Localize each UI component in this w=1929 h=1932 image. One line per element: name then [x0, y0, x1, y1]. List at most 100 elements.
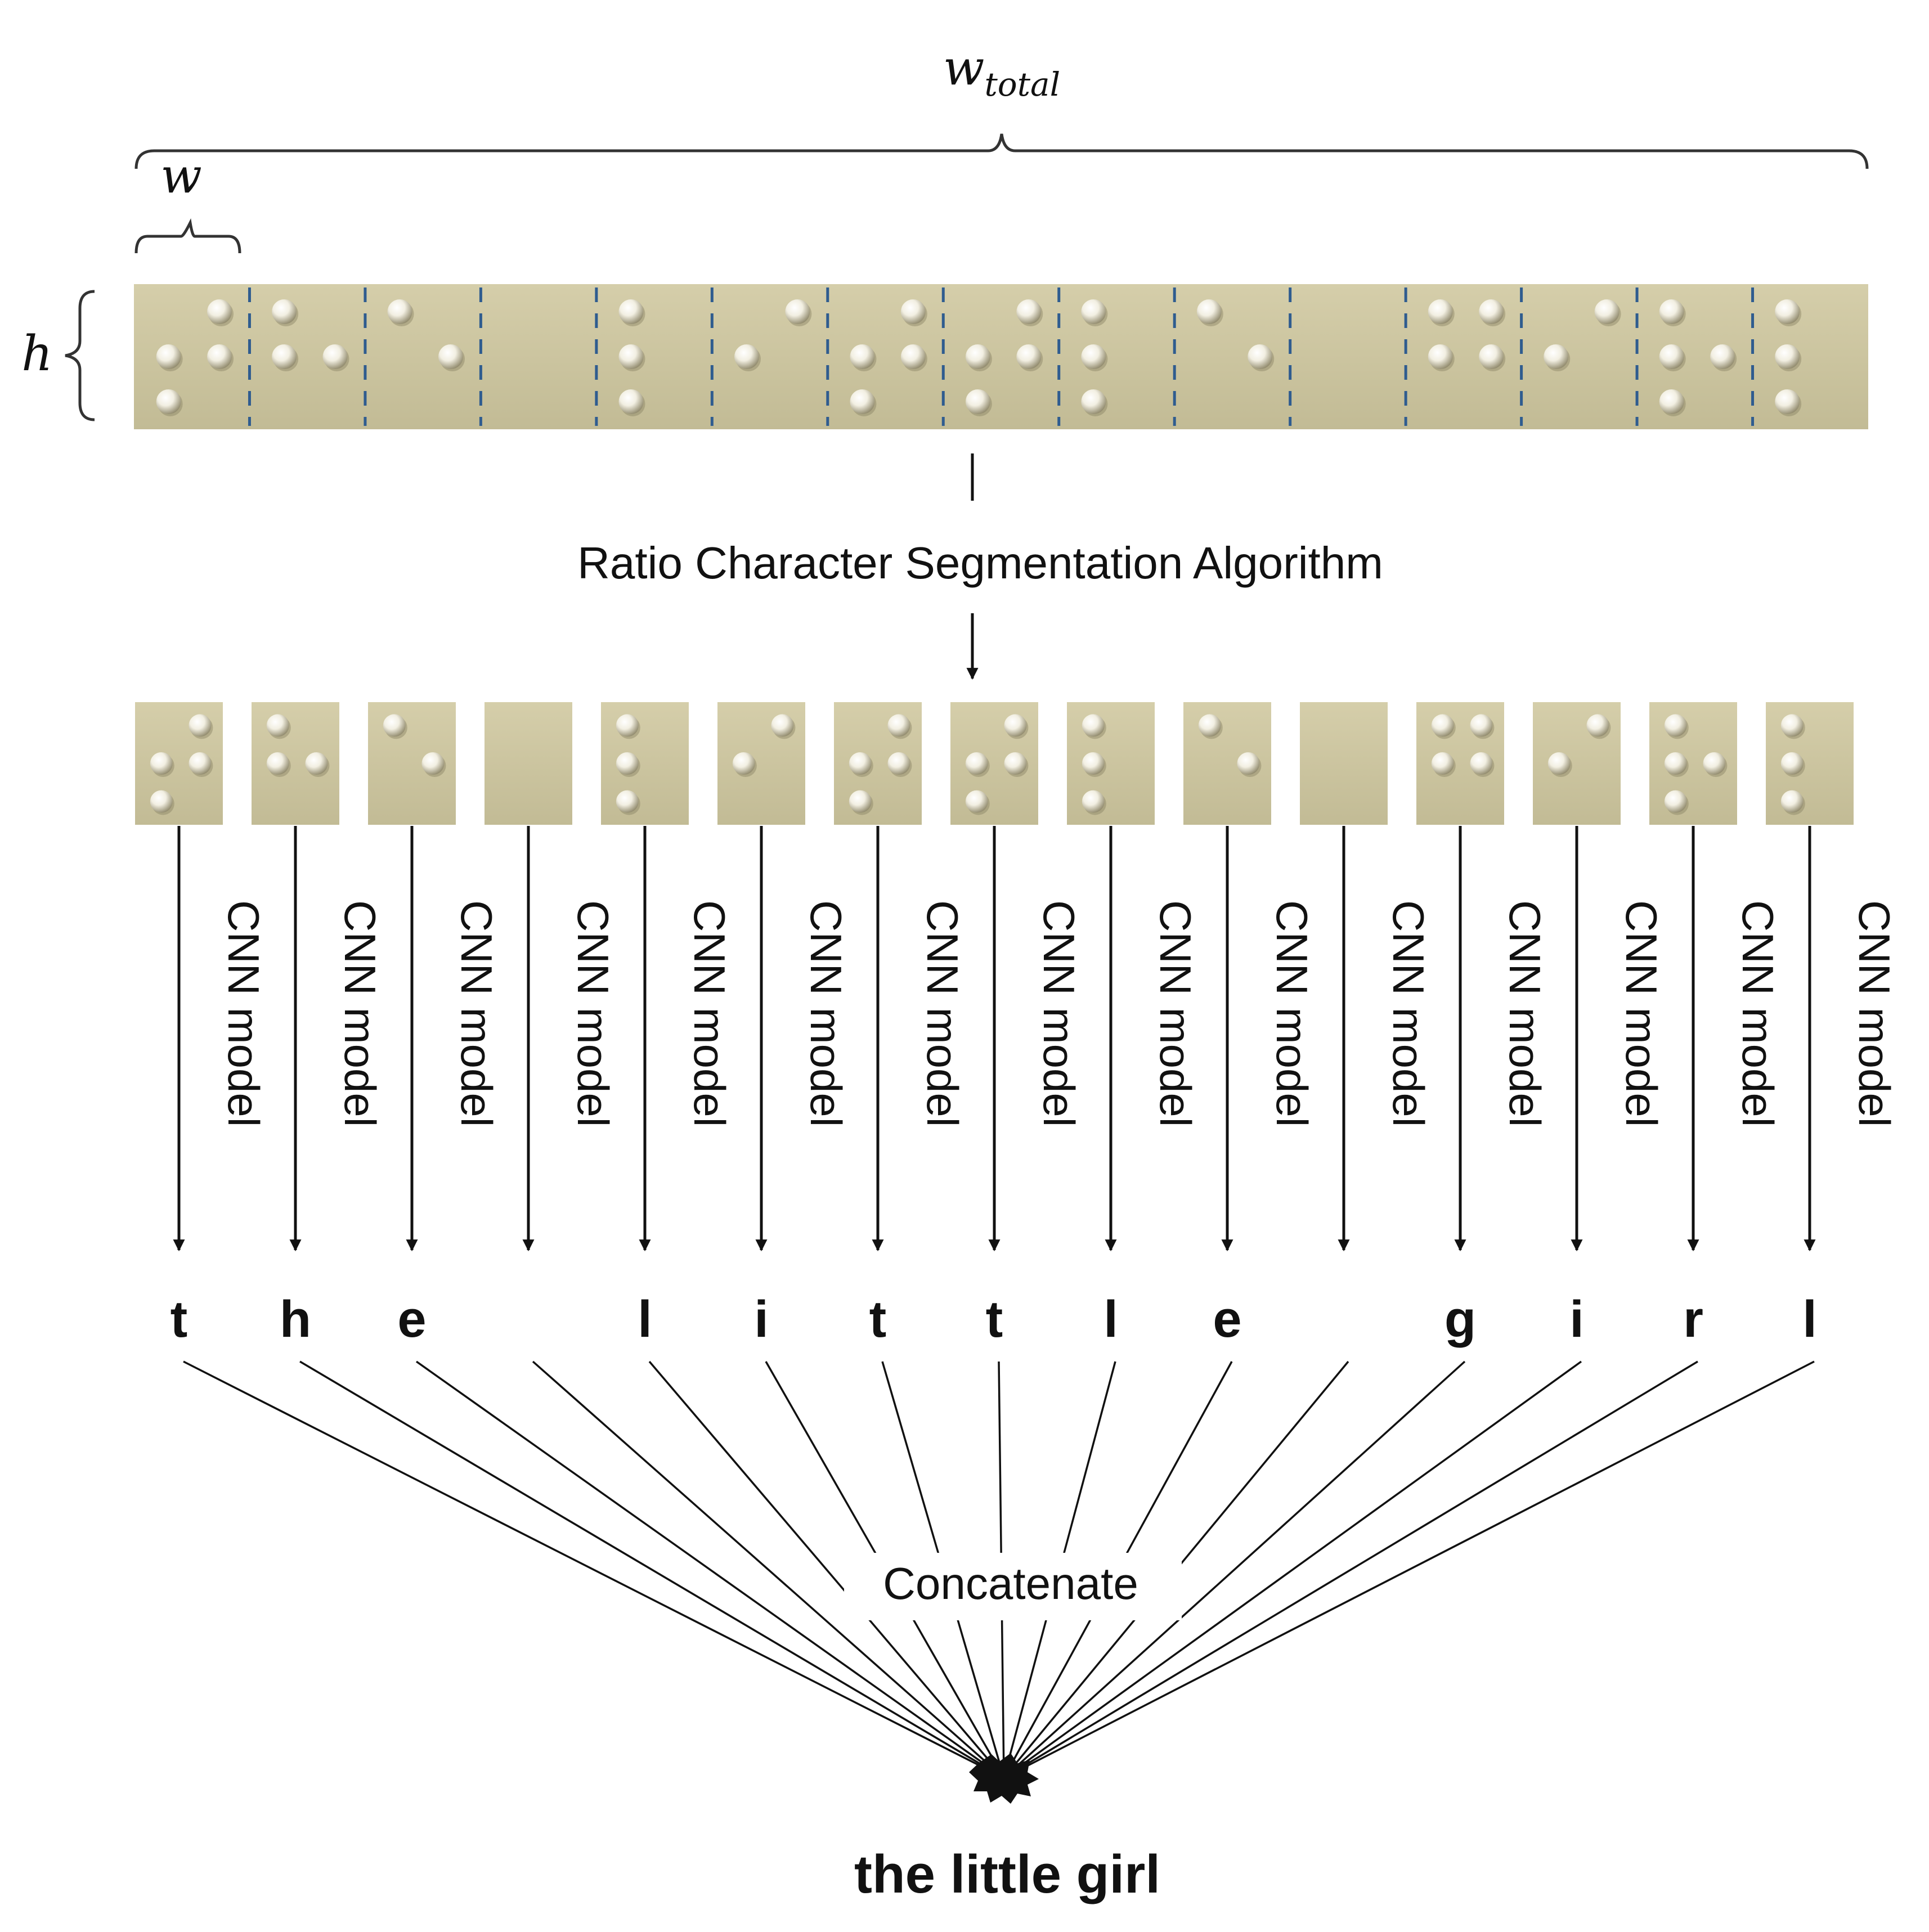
- braille-strip-dot: [1081, 389, 1106, 414]
- segmented-cell-dot: [1082, 714, 1105, 737]
- segmented-cell-dot: [887, 714, 910, 737]
- segmented-cell-dot: [616, 714, 639, 737]
- predicted-character: i: [1569, 1291, 1584, 1348]
- segmented-cell-dot: [1703, 752, 1726, 775]
- segmented-cell-dot: [1780, 714, 1804, 737]
- segmented-cell: [1183, 702, 1271, 825]
- segmented-cell-dot: [1004, 714, 1027, 737]
- segmented-cell-paper: [1067, 702, 1155, 825]
- braille-strip-dot: [1775, 389, 1800, 414]
- segmented-cell: [252, 702, 339, 825]
- w-total-subscript: total: [984, 65, 1060, 104]
- w-brace: [134, 218, 241, 254]
- braille-strip-dot: [1428, 344, 1453, 369]
- segmented-cell-dot: [1082, 752, 1105, 775]
- segmented-cells: [135, 702, 1854, 825]
- cnn-model-label: CNN model: [685, 900, 734, 1127]
- predicted-character: t: [171, 1291, 188, 1348]
- concatenate-line: [1003, 1360, 1698, 1779]
- segmented-cell-dot: [150, 752, 173, 775]
- segmented-cell-dot: [1470, 752, 1493, 775]
- cnn-model-label: CNN model: [1617, 900, 1666, 1127]
- braille-strip-dot: [1428, 299, 1453, 325]
- braille-strip-dot: [1196, 299, 1222, 325]
- result-text: the little girl: [854, 1844, 1160, 1904]
- segmented-cell: [485, 702, 572, 825]
- segmented-cell-dot: [1780, 790, 1804, 813]
- segmented-cell-dot: [383, 714, 406, 737]
- segmented-cell: [950, 702, 1038, 825]
- predicted-character: l: [1103, 1291, 1118, 1348]
- braille-strip-dot: [207, 344, 232, 369]
- braille-strip-dot: [1479, 344, 1504, 369]
- braille-strip-dot: [387, 299, 412, 325]
- segmented-cell: [1649, 702, 1737, 825]
- predicted-character: r: [1683, 1291, 1703, 1348]
- segmented-cell-paper: [601, 702, 689, 825]
- segmented-cell-dot: [266, 714, 289, 737]
- braille-strip-dot: [900, 344, 926, 369]
- segmented-cell: [717, 702, 805, 825]
- predicted-character: t: [869, 1291, 887, 1348]
- concatenate-line: [1003, 1360, 1582, 1779]
- segmented-cell-dot: [1237, 752, 1260, 775]
- segmented-cell-dot: [1004, 752, 1027, 775]
- segmented-cell-dot: [1586, 714, 1609, 737]
- concatenation-node: [969, 1753, 1039, 1804]
- algorithm-label: Ratio Character Segmentation Algorithm: [577, 538, 1383, 588]
- braille-strip-dot: [850, 389, 875, 414]
- braille-strip-dot: [272, 344, 297, 369]
- braille-strip-dot: [438, 344, 463, 369]
- braille-strip-dot: [1659, 389, 1684, 414]
- concatenate-line: [299, 1360, 1004, 1779]
- braille-strip-dot: [1710, 344, 1735, 369]
- braille-strip-dot: [965, 344, 990, 369]
- segmented-cell-dot: [887, 752, 910, 775]
- h-brace: [65, 290, 95, 421]
- segmented-cell-dot: [616, 790, 639, 813]
- segmented-cell-paper: [1766, 702, 1854, 825]
- predicted-character: e: [397, 1291, 426, 1348]
- cnn-arrows: [173, 826, 1816, 1252]
- predicted-character: e: [1213, 1291, 1241, 1348]
- segmented-cell: [601, 702, 689, 825]
- segmented-cell-dot: [150, 790, 173, 813]
- segmented-cell: [1067, 702, 1155, 825]
- segmented-cell-paper: [485, 702, 572, 825]
- h-label: h: [21, 326, 52, 382]
- predicted-character: t: [986, 1291, 1003, 1348]
- w-total-label: wtotal: [943, 40, 1060, 104]
- braille-strip-dot: [1775, 299, 1800, 325]
- concatenate-line: [1003, 1360, 1466, 1779]
- braille-strip-dot: [1594, 299, 1620, 325]
- segmented-cell-dot: [189, 752, 212, 775]
- braille-strip-dot: [272, 299, 297, 325]
- segmented-cell-dot: [1547, 752, 1571, 775]
- braille-strip-dot: [207, 299, 232, 325]
- concatenate-line: [532, 1360, 1005, 1779]
- predicted-character: h: [280, 1291, 311, 1348]
- segmented-cell: [1533, 702, 1621, 825]
- concatenate-label: Concatenate: [883, 1558, 1138, 1608]
- predicted-character: l: [638, 1291, 652, 1348]
- concatenate-line: [1003, 1360, 1815, 1779]
- segmented-cell-dot: [1780, 752, 1804, 775]
- braille-strip-dot: [1016, 299, 1042, 325]
- cnn-model-label: CNN model: [568, 900, 618, 1127]
- braille-strip-dot: [1248, 344, 1273, 369]
- predicted-character: g: [1444, 1291, 1476, 1348]
- segmented-cell-dot: [965, 790, 988, 813]
- segmented-cell: [834, 702, 922, 825]
- cnn-model-label: CNN model: [918, 900, 967, 1127]
- segmented-cell-dot: [189, 714, 212, 737]
- concatenate-label-backdrop: [844, 1553, 1182, 1620]
- segmented-cell-dot: [305, 752, 328, 775]
- segmented-cell-dot: [965, 752, 988, 775]
- w-total-brace: [134, 133, 1869, 169]
- segmented-cell-dot: [266, 752, 289, 775]
- braille-strip-dot: [900, 299, 926, 325]
- segmented-cell-dot: [1664, 790, 1687, 813]
